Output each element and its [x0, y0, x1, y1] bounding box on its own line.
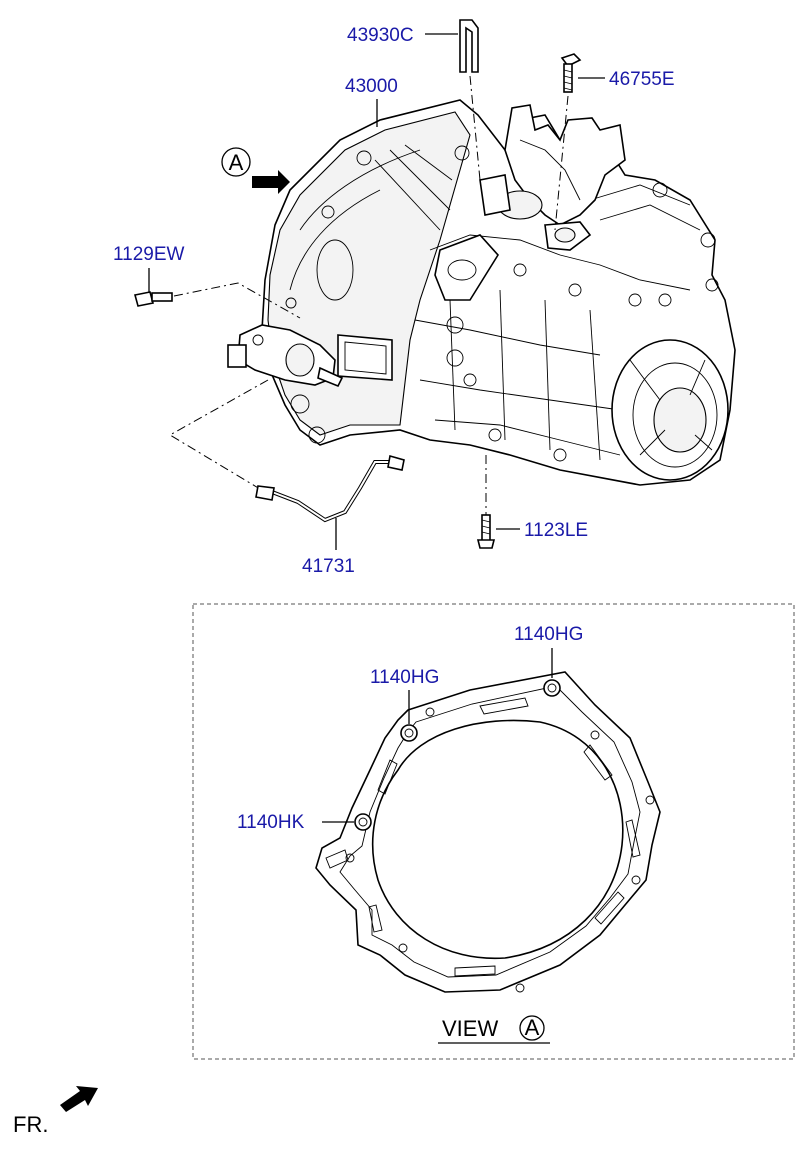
label-43000[interactable]: 43000	[345, 76, 398, 97]
label-43930c[interactable]: 43930C	[347, 25, 414, 46]
dowel-1140hg-left	[400, 724, 418, 742]
clip-43930c: 43930C	[347, 19, 481, 181]
bell-housing-gasket	[315, 671, 661, 993]
label-1123le[interactable]: 1123LE	[524, 520, 588, 541]
label-1140hg-left[interactable]: 1140HG	[370, 667, 439, 688]
view-a-circle	[221, 147, 251, 177]
front-indicator: FR.	[13, 1086, 98, 1137]
view-a-arrow-letter: A	[229, 150, 244, 175]
bolt-1129ew: 1129EW	[113, 244, 301, 319]
label-46755e[interactable]: 46755E	[609, 69, 675, 90]
label-1140hk[interactable]: 1140HK	[237, 812, 305, 833]
front-arrow-icon	[60, 1086, 98, 1112]
bolt-1123le: 1123LE	[476, 455, 588, 549]
view-a-arrow: A	[221, 147, 290, 194]
fr-label: FR.	[13, 1112, 48, 1137]
label-41731[interactable]: 41731	[302, 556, 355, 577]
bolt-46755e: 46755E	[554, 53, 675, 231]
view-word: VIEW	[442, 1016, 498, 1041]
arrow-icon	[252, 170, 290, 194]
view-a-caption: VIEW A	[438, 1015, 550, 1044]
dowel-1140hk	[354, 813, 372, 831]
transaxle-assembly	[227, 99, 736, 486]
label-1129ew[interactable]: 1129EW	[113, 244, 185, 265]
dowel-1140hg-top	[543, 679, 561, 697]
label-1140hg-top[interactable]: 1140HG	[514, 624, 583, 645]
view-letter: A	[525, 1015, 540, 1040]
hose-41731: 41731	[169, 379, 405, 577]
transaxle-label-group: 43000	[345, 76, 398, 127]
view-a-labels: 1140HG 1140HG 1140HK	[237, 624, 583, 833]
view-a-box	[192, 603, 795, 1060]
gasket-bore	[371, 719, 624, 960]
